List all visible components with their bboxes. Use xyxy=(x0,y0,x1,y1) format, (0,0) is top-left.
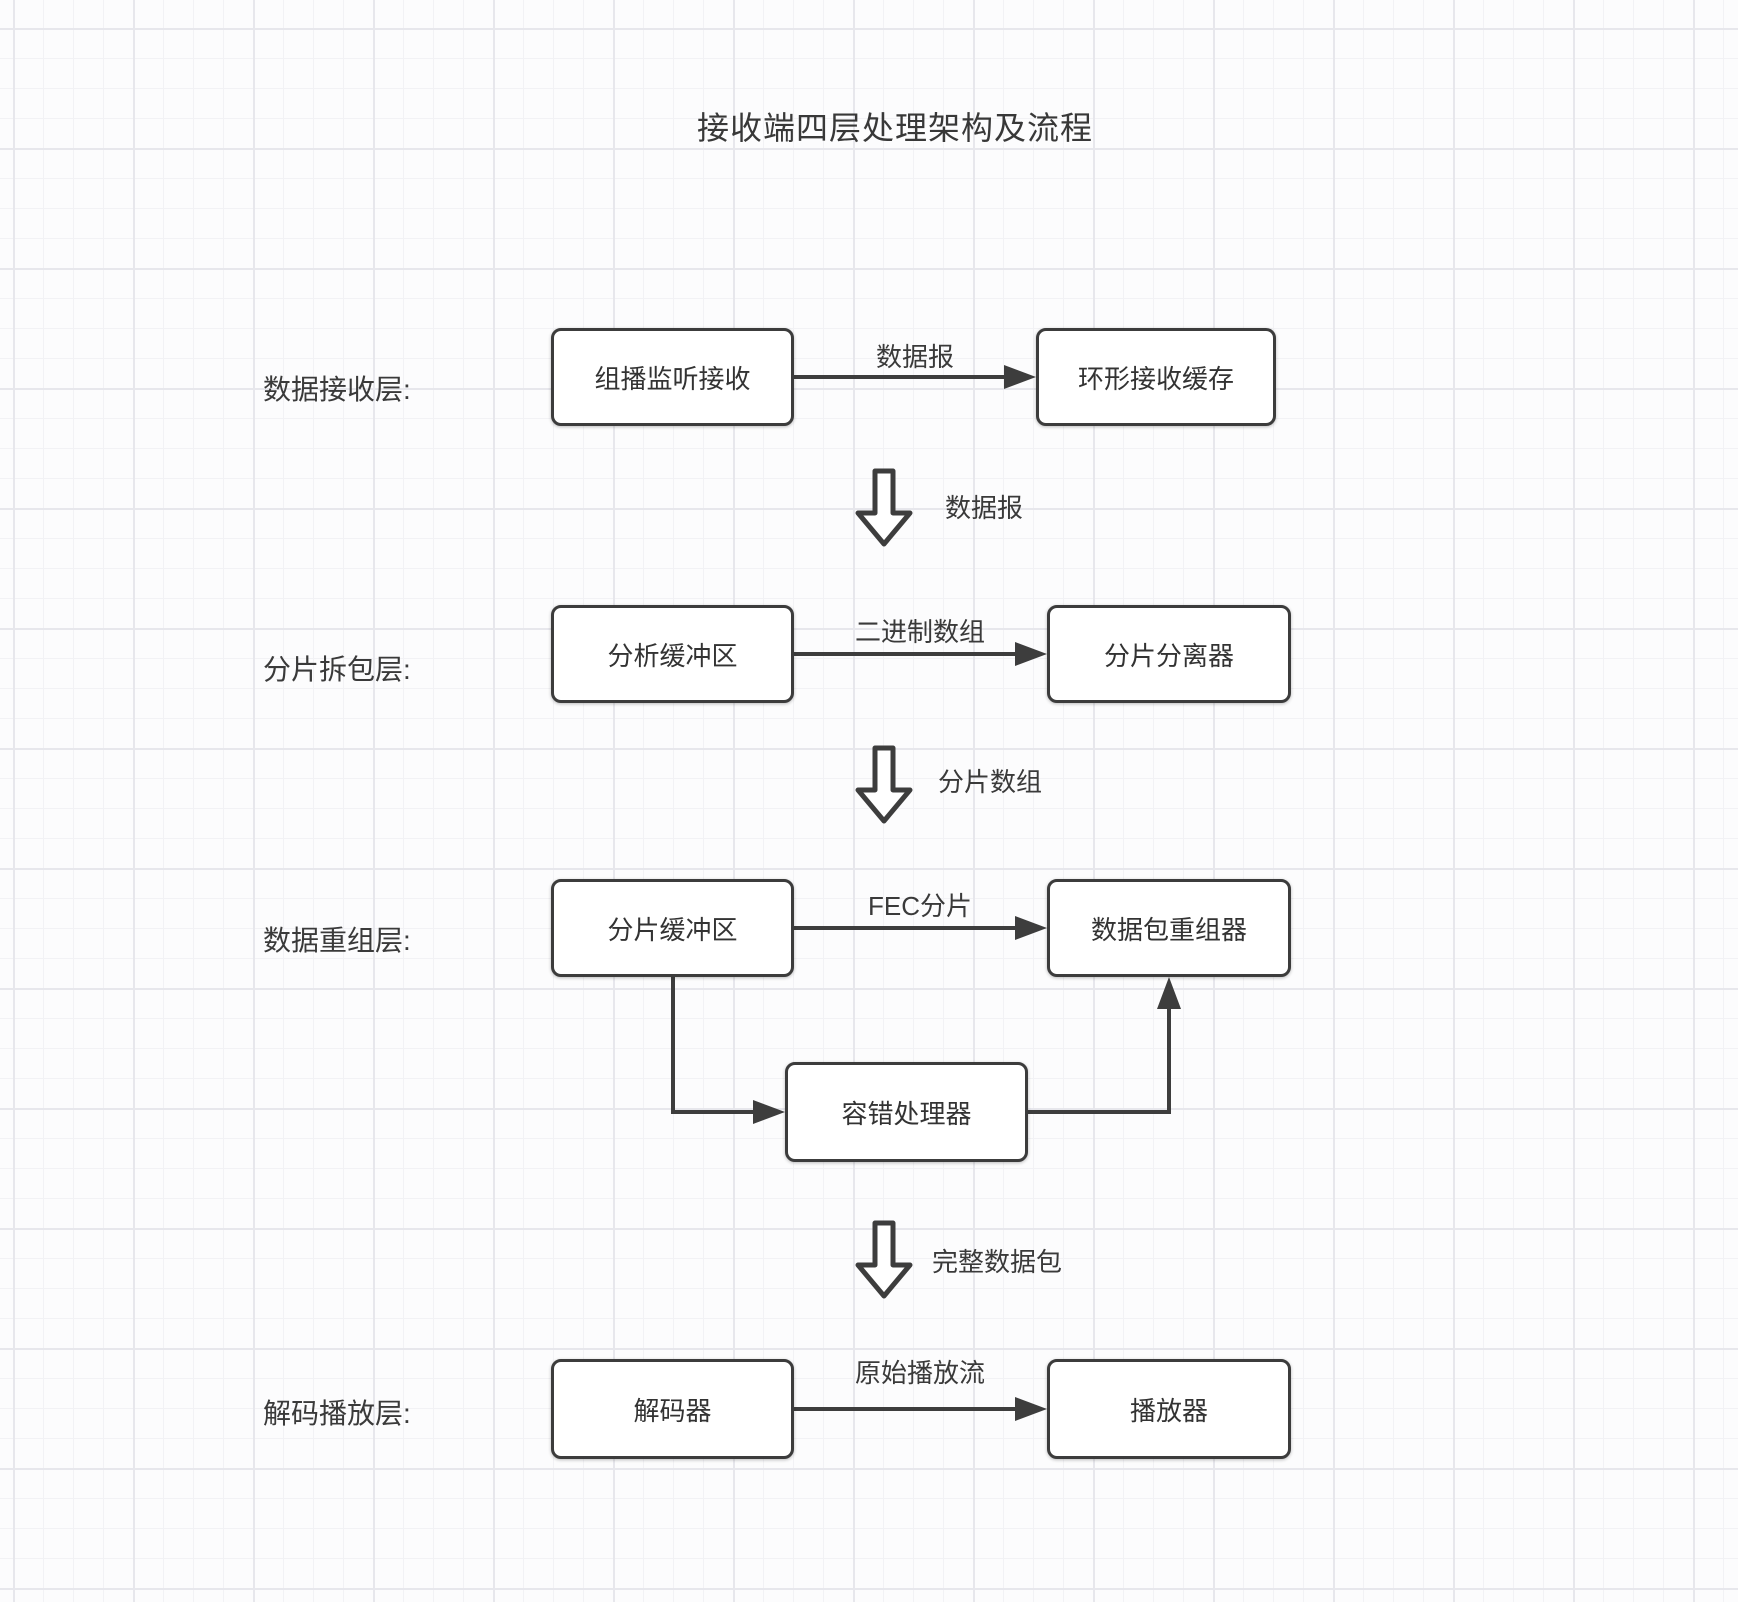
elbow-fault-processor-to-reassembler xyxy=(1028,977,1181,1114)
node-analyze-buffer: 分析缓冲区 xyxy=(551,605,794,703)
block-down-arrow-icon xyxy=(855,745,913,824)
arrow-raw-stream xyxy=(794,1397,1047,1421)
block-down-arrow-icon xyxy=(855,468,913,547)
flow-label-complete-packet: 完整数据包 xyxy=(932,1247,1063,1277)
diagram-title: 接收端四层处理架构及流程 xyxy=(696,110,1093,146)
edge-label-binary-array: 二进制数组 xyxy=(854,617,985,647)
arrow-fec-fragment xyxy=(794,916,1047,940)
node-ring-receive-buffer: 环形接收缓存 xyxy=(1036,328,1276,426)
node-fragment-buffer: 分片缓冲区 xyxy=(551,879,794,977)
node-packet-reassembler: 数据包重组器 xyxy=(1047,879,1291,977)
layer-label-reassemble: 数据重组层: xyxy=(263,925,411,956)
elbow-buffer-to-fault-processor xyxy=(671,977,785,1124)
edge-label-raw-stream: 原始播放流 xyxy=(854,1358,985,1388)
edge-label-fec-fragment: FEC分片 xyxy=(867,891,972,921)
arrow-datagram xyxy=(794,365,1036,389)
flow-label-fragment-array: 分片数组 xyxy=(938,767,1043,797)
node-player: 播放器 xyxy=(1047,1359,1291,1459)
flow-label-datagram: 数据报 xyxy=(945,493,1024,523)
edge-label-datagram: 数据报 xyxy=(875,342,954,372)
node-fragment-separator: 分片分离器 xyxy=(1047,605,1291,703)
node-fault-tolerant-processor: 容错处理器 xyxy=(785,1062,1028,1162)
node-multicast-listener: 组播监听接收 xyxy=(551,328,794,426)
layer-label-unpack: 分片拆包层: xyxy=(263,654,411,685)
arrow-binary-array xyxy=(794,642,1047,666)
layer-label-receive: 数据接收层: xyxy=(263,374,411,405)
layer-label-decode-play: 解码播放层: xyxy=(263,1398,411,1429)
node-decoder: 解码器 xyxy=(551,1359,794,1459)
block-down-arrow-icon xyxy=(855,1220,913,1299)
